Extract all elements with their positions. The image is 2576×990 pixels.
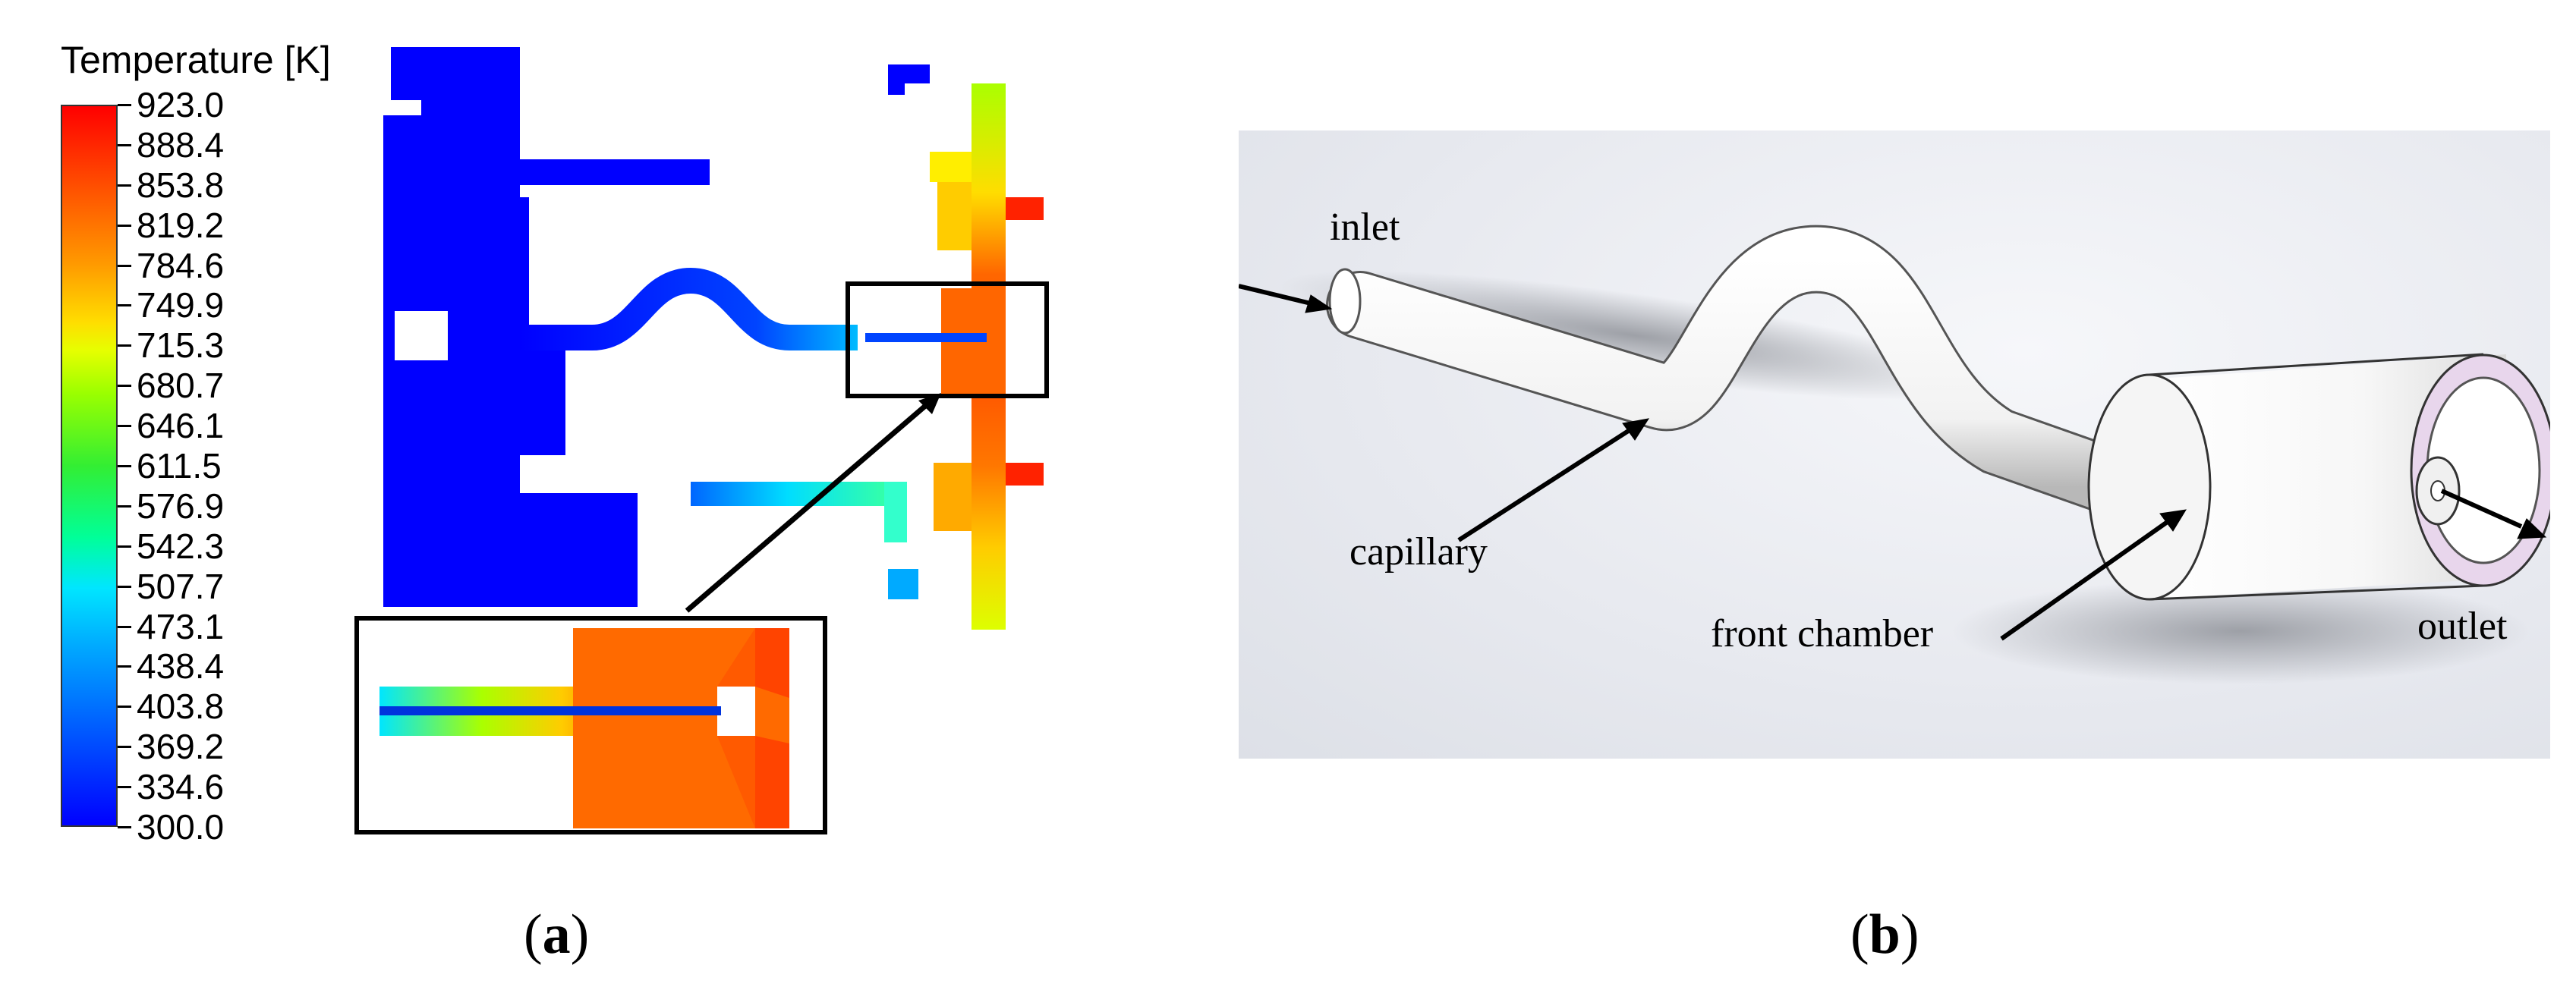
- colorbar-tick-label: 888.4: [137, 124, 225, 165]
- colorbar-tick-mark: [118, 826, 131, 828]
- colorbar-tick-mark: [118, 304, 131, 307]
- colorbar-tick-mark: [118, 425, 131, 428]
- colorbar-tick-mark: [118, 665, 131, 668]
- inlet-label: inlet: [1330, 206, 1400, 249]
- temperature-colorbar: [61, 105, 118, 827]
- colorbar-tick-label: 300.0: [137, 807, 225, 847]
- colorbar-tick-mark: [118, 385, 131, 388]
- colorbar-tick-mark: [118, 224, 131, 227]
- colorbar-tick-mark: [118, 143, 131, 146]
- zoom-region-box: [846, 281, 1049, 398]
- inlet-arrow: [1239, 284, 1333, 313]
- panel-b-label: (b): [1850, 904, 1919, 966]
- colorbar-tick-label: 334.6: [137, 767, 225, 807]
- colorbar-tick-label: 784.6: [137, 245, 225, 285]
- colorbar-tick-mark: [118, 545, 131, 548]
- nozzle-3d-model: [1239, 225, 2550, 684]
- colorbar-tick-mark: [118, 104, 131, 106]
- capillary-tube: [1328, 227, 2159, 519]
- colorbar-tick-label: 715.3: [137, 325, 225, 366]
- colorbar-tick-mark: [118, 706, 131, 709]
- colorbar-tick-label: 923.0: [137, 85, 225, 124]
- outlet-arrow: [2440, 489, 2547, 539]
- legend-title: Temperature [K]: [61, 39, 331, 81]
- colorbar-tick-label: 611.5: [137, 446, 222, 486]
- capillary-contour: [520, 267, 858, 350]
- colorbar-tick-mark: [118, 504, 131, 508]
- colorbar-tick-mark: [118, 344, 131, 347]
- front-chamber-body: [2149, 354, 2506, 599]
- front-chamber-label: front chamber: [1711, 612, 1934, 655]
- cold-body: [383, 47, 710, 607]
- colorbar-tick-label: 853.8: [137, 165, 225, 205]
- panel-a-label: (a): [524, 904, 590, 966]
- colorbar-tick-label: 369.2: [137, 727, 225, 767]
- outlet-label: outlet: [2417, 605, 2508, 648]
- colorbar-tick-label: 749.9: [137, 285, 225, 325]
- temperature-contour: [354, 47, 1049, 834]
- colorbar-tick-label: 819.2: [137, 205, 225, 245]
- colorbar-tick-mark: [118, 585, 131, 588]
- colorbar-tick-label: 403.8: [137, 687, 225, 727]
- colorbar-tick-mark: [118, 625, 131, 628]
- colorbar-tick-mark: [118, 465, 131, 467]
- capillary-arrow: [1457, 418, 1650, 542]
- colorbar-tick-mark: [118, 184, 131, 187]
- lower-channel: [691, 482, 884, 506]
- colorbar-tick-mark: [118, 264, 131, 267]
- colorbar-tick-label: 576.9: [137, 486, 225, 526]
- colorbar-tick-label: 542.3: [137, 526, 225, 566]
- colorbar-tick-mark: [118, 746, 131, 749]
- colorbar-tick-label: 680.7: [137, 366, 225, 406]
- front-chamber-arrow: [2000, 509, 2187, 641]
- colorbar-tick-label: 473.1: [137, 606, 225, 646]
- hot-body: [930, 83, 1044, 630]
- colorbar-tick-label: 646.1: [137, 406, 225, 446]
- zoom-inset: [354, 616, 827, 834]
- colorbar-tick-label: 438.4: [137, 646, 225, 687]
- capillary-label: capillary: [1349, 530, 1488, 574]
- colorbar-tick-mark: [118, 786, 131, 789]
- colorbar-tick-label: 507.7: [137, 566, 225, 606]
